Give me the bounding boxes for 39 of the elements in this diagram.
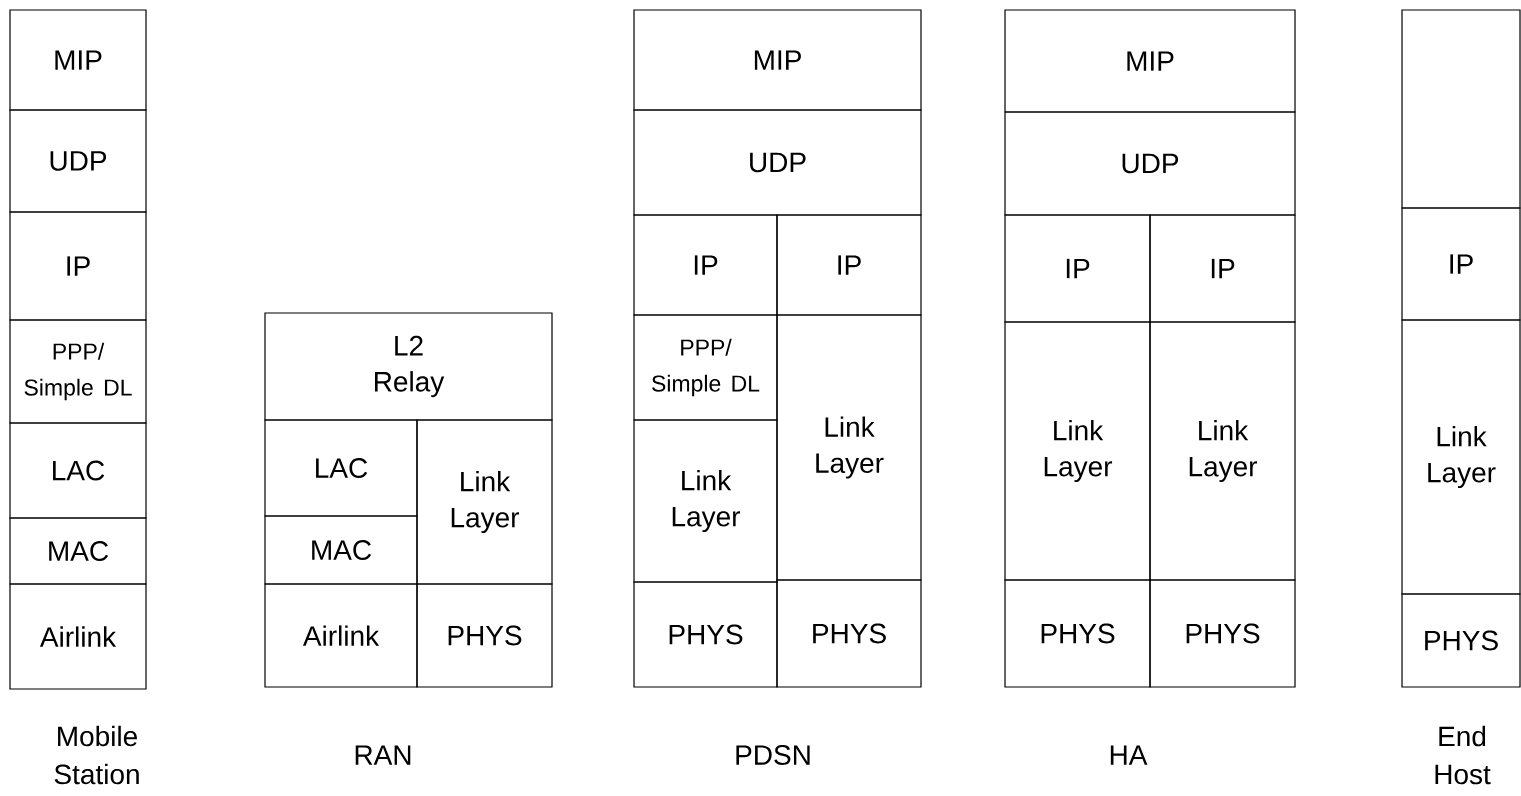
protocol-layer-box: IP [9,211,147,321]
stack-label: Mobile Station [54,725,139,785]
protocol-layer-box: PHYS [633,581,778,688]
protocol-layer-box: IP [1149,214,1296,323]
protocol-layer-box: Link Layer [416,419,553,585]
protocol-layer-box: L2 Relay [264,312,553,421]
protocol-layer-box: MIP [9,9,147,111]
protocol-layer-box: IP [776,214,922,316]
protocol-layer-box: Airlink [9,583,147,690]
protocol-layer-box: IP [1401,207,1521,321]
protocol-layer-box: MIP [1004,9,1296,113]
protocol-layer-box: PPP/ Simple DL [9,319,147,424]
protocol-layer-box: PPP/ Simple DL [633,314,778,421]
protocol-layer-box: PHYS [776,579,922,688]
protocol-layer-box: UDP [9,109,147,213]
protocol-layer-box [1401,9,1521,209]
protocol-layer-box: MAC [264,515,418,585]
protocol-layer-box: Link Layer [1401,319,1521,595]
protocol-layer-box: MIP [633,9,922,111]
stack-label: HA [1110,745,1148,765]
protocol-layer-box: PHYS [1004,579,1151,688]
protocol-layer-box: LAC [264,419,418,517]
protocol-layer-box: Link Layer [1149,321,1296,581]
protocol-layer-box: IP [633,214,778,316]
protocol-layer-box: Link Layer [776,314,922,581]
protocol-layer-box: MAC [9,517,147,585]
stack-label: End Host [1435,725,1491,785]
protocol-layer-box: IP [1004,214,1151,323]
protocol-layer-box: PHYS [416,583,553,688]
protocol-layer-box: PHYS [1149,579,1296,688]
stack-label: PDSN [736,745,810,765]
protocol-layer-box: LAC [9,422,147,519]
stack-label: RAN [355,745,411,765]
protocol-layer-box: PHYS [1401,593,1521,688]
protocol-layer-box: Airlink [264,583,418,688]
protocol-layer-box: Link Layer [633,419,778,583]
protocol-layer-box: UDP [633,109,922,216]
protocol-layer-box: Link Layer [1004,321,1151,581]
protocol-layer-box: UDP [1004,111,1296,216]
